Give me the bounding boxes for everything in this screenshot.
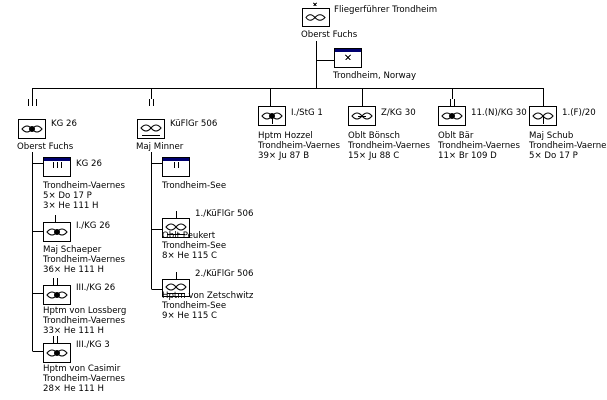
fighter-symbol-icon	[305, 14, 326, 21]
bomber-symbol-icon	[21, 125, 43, 133]
unit-commander: Oblt Bönsch	[348, 131, 400, 141]
seaplane-symbol-icon	[165, 283, 187, 291]
unit-commander: Maj Schub	[529, 131, 573, 141]
hq-location: Trondheim-Vaernes	[42, 181, 125, 191]
group-kg26-hq[interactable]: KG 26 Trondheim-Vaernes 5× Do 17 P 3× He…	[42, 157, 125, 212]
subunit-iii-kg3[interactable]: III./KG 3 Hptm von Casimir Trondheim-Vae…	[42, 336, 125, 394]
unit-label: 11.(N)/KG 30	[471, 108, 527, 118]
top-hq-node[interactable]: Trondheim, Norway	[332, 48, 416, 82]
unit-label: Z/KG 30	[381, 108, 416, 118]
subunit-label: 2./KüFlGr 506	[195, 269, 253, 279]
subunit-label: III./KG 26	[76, 283, 115, 293]
unit-label: I./StG 1	[291, 108, 323, 118]
seaplane-symbol-icon	[165, 223, 187, 231]
unit-i-stg1[interactable]: I./StG 1 Hptm Hozzel Trondheim-Vaernes 3…	[257, 99, 340, 161]
group-unit-label: KG 26	[76, 159, 102, 169]
subunit-1-kuflgr506[interactable]: 1./KüFlGr 506 Oblt Peukert Trondheim-See…	[161, 209, 253, 261]
hq-aircraft-line: 5× Do 17 P	[43, 191, 92, 201]
top-command-title: Fliegerführer Trondheim	[334, 5, 437, 15]
group-kuflgr506-hq[interactable]: Trondheim-See	[161, 157, 226, 192]
bomber-symbol-icon	[46, 349, 68, 357]
subunit-label: I./KG 26	[76, 221, 110, 231]
top-command-commander: Oberst Fuchs	[301, 30, 358, 40]
subunit-commander: Maj Schaeper	[43, 245, 102, 255]
subunit-i-kg26[interactable]: I./KG 26 Maj Schaeper Trondheim-Vaernes …	[42, 215, 125, 275]
subunit-aircraft: 8× He 115 C	[162, 251, 217, 261]
roman-three-icon	[28, 99, 37, 106]
unit-1f-20[interactable]: 1.(F)/20 Maj Schub Trondheim-Vaernes 5× …	[528, 99, 607, 161]
top-hq-location: Trondheim, Norway	[332, 71, 416, 81]
subunit-label: III./KG 3	[76, 340, 110, 350]
subunit-aircraft: 28× He 111 H	[43, 384, 104, 394]
recon-symbol-icon	[532, 112, 554, 120]
subunit-iii-kg26[interactable]: III./KG 26 Hptm von Lossberg Trondheim-V…	[42, 278, 126, 336]
unit-location: Trondheim-Vaernes	[347, 141, 430, 151]
unit-location: Trondheim-Vaernes	[528, 141, 607, 151]
unit-location: Trondheim-Vaernes	[257, 141, 340, 151]
hq-location: Trondheim-See	[161, 181, 226, 191]
unit-aircraft: 5× Do 17 P	[529, 151, 578, 161]
subunit-aircraft: 36× He 111 H	[43, 265, 104, 275]
unit-commander: Hptm Hozzel	[258, 131, 313, 141]
subunit-commander: Hptm von Zetschwitz	[162, 291, 254, 301]
subunit-location: Trondheim-See	[161, 301, 226, 311]
subunit-2-kuflgr506[interactable]: 2./KüFlGr 506 Hptm von Zetschwitz Trondh…	[161, 269, 254, 321]
seaplane-symbol-icon	[140, 124, 162, 132]
unit-z-kg30[interactable]: Z/KG 30 Oblt Bönsch Trondheim-Vaernes 15…	[347, 99, 430, 161]
hq-aircraft-line: 3× He 111 H	[43, 201, 98, 211]
subunit-location: Trondheim-See	[161, 241, 226, 251]
top-command-node[interactable]: Fliegerführer Trondheim Oberst Fuchs	[301, 2, 437, 40]
bomber-symbol-icon	[46, 228, 68, 236]
group-commander: Oberst Fuchs	[17, 142, 74, 152]
unit-aircraft: 39× Ju 87 B	[258, 151, 309, 161]
subunit-location: Trondheim-Vaernes	[42, 316, 125, 326]
subunit-location: Trondheim-Vaernes	[42, 374, 125, 384]
heavy-fighter-symbol-icon	[351, 112, 373, 120]
group-commander: Maj Minner	[136, 142, 184, 152]
unit-aircraft: 11× Br 109 D	[438, 151, 497, 161]
bomber-symbol-icon	[441, 112, 463, 120]
subunit-aircraft: 9× He 115 C	[162, 311, 217, 321]
dive-bomber-symbol-icon	[261, 112, 283, 120]
group-unit-label: KG 26	[51, 119, 77, 129]
subunit-commander: Oblt Peukert	[162, 231, 216, 241]
subunit-commander: Hptm von Casimir	[43, 364, 121, 374]
subunit-location: Trondheim-Vaernes	[42, 255, 125, 265]
unit-location: Trondheim-Vaernes	[437, 141, 520, 151]
unit-aircraft: 15× Ju 88 C	[348, 151, 399, 161]
subunit-commander: Hptm von Lossberg	[43, 306, 126, 316]
subunit-aircraft: 33× He 111 H	[43, 326, 104, 336]
group-unit-label: KüFlGr 506	[170, 119, 217, 129]
subunit-label: 1./KüFlGr 506	[195, 209, 253, 219]
bomber-symbol-icon	[46, 291, 68, 299]
group-kuflgr506[interactable]: KüFlGr 506 Maj Minner	[136, 99, 217, 152]
unit-11n-kg30[interactable]: 11.(N)/KG 30 Oblt Bär Trondheim-Vaernes …	[437, 99, 527, 161]
unit-label: 1.(F)/20	[562, 108, 596, 118]
group-kg26[interactable]: KG 26 Oberst Fuchs	[17, 99, 77, 152]
unit-commander: Oblt Bär	[438, 131, 474, 141]
